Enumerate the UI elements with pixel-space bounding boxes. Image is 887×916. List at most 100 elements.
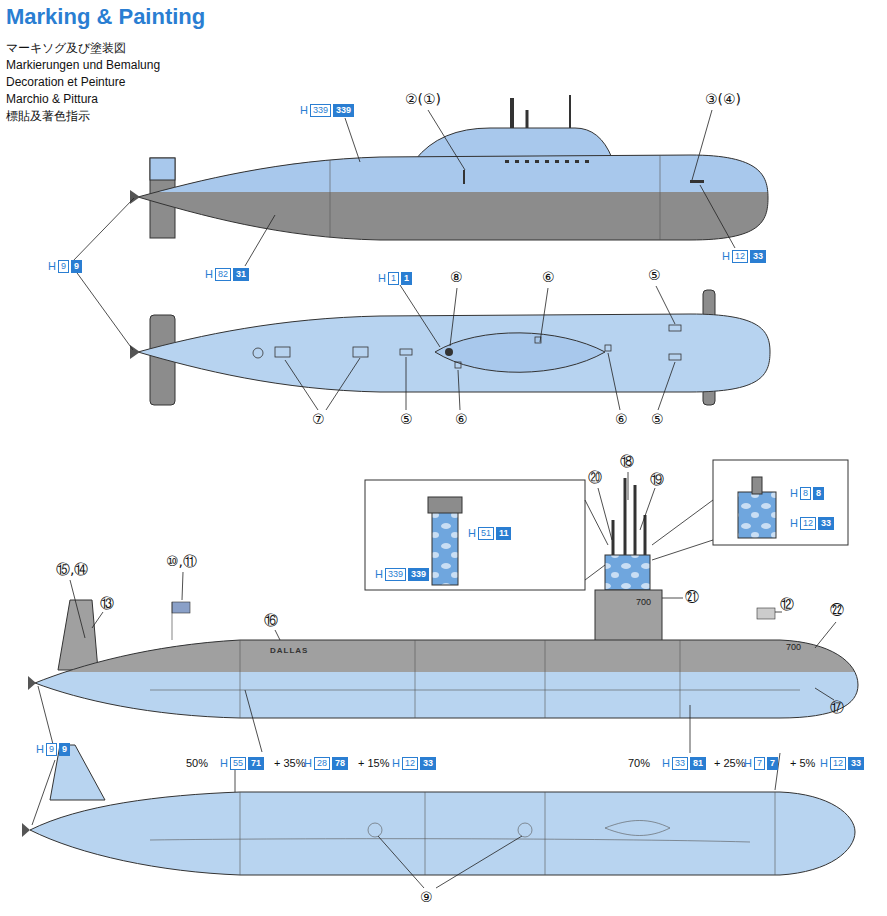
note: DALLAS [270, 647, 308, 656]
paint-prefix: H [378, 272, 386, 284]
paint-prefix: H [392, 757, 400, 769]
paint-number: 339 [385, 568, 406, 581]
color-code: H99 [36, 743, 70, 756]
callout-number: ⑮,⑭ [56, 562, 88, 577]
paint-prefix: H [820, 757, 828, 769]
callout-number: ⑫ [780, 597, 794, 612]
subtitle: Marchio & Pittura [6, 93, 98, 106]
paint-number: 31 [233, 268, 249, 281]
paint-prefix: H [304, 757, 312, 769]
color-code: H2878 [304, 757, 348, 770]
note: 700 [636, 598, 651, 608]
callout-number: ⑦ [312, 412, 325, 427]
paint-prefix: H [662, 757, 670, 769]
paint-number: 9 [59, 743, 70, 756]
color-code: H1233 [820, 757, 864, 770]
paint-number: 9 [58, 260, 69, 273]
paint-number: 1 [401, 272, 412, 285]
paint-number: 7 [754, 757, 765, 770]
paint-number: 55 [230, 757, 246, 770]
subtitle: 標貼及著色指示 [6, 110, 90, 123]
paint-prefix: H [790, 517, 798, 529]
paint-number: 339 [310, 104, 331, 117]
paint-number: 71 [248, 757, 264, 770]
color-code: H5571 [220, 757, 264, 770]
callout-number: ⑳ [588, 470, 602, 485]
color-code: H1233 [790, 517, 834, 530]
color-code: H8231 [205, 268, 249, 281]
paint-prefix: H [790, 487, 798, 499]
color-code: H77 [744, 757, 778, 770]
paint-prefix: H [375, 568, 383, 580]
paint-prefix: H [220, 757, 228, 769]
callout-number: ⑯ [264, 613, 278, 628]
paint-number: 12 [830, 757, 846, 770]
paint-prefix: H [48, 260, 56, 272]
paint-number: 8 [800, 487, 811, 500]
paint-number: 339 [333, 104, 354, 117]
paint-number: 12 [402, 757, 418, 770]
subtitle: Decoration et Peinture [6, 76, 125, 89]
color-code: H3381 [662, 757, 706, 770]
callout-number: ⑬ [100, 596, 114, 611]
note: 700 [786, 643, 801, 653]
paint-number: 78 [332, 757, 348, 770]
note: 50% [186, 757, 208, 769]
paint-number: 33 [420, 757, 436, 770]
paint-prefix: H [300, 104, 308, 116]
callout-number: ②(①) [405, 92, 441, 107]
paint-number: 11 [496, 527, 512, 540]
paint-number: 28 [314, 757, 330, 770]
paint-number: 339 [408, 568, 429, 581]
color-code: H11 [378, 272, 412, 285]
paint-number: 33 [672, 757, 688, 770]
note: + 25% [714, 757, 746, 769]
callout-number: ⑥ [455, 412, 468, 427]
paint-number: 33 [750, 250, 766, 263]
paint-prefix: H [36, 743, 44, 755]
paint-number: 51 [478, 527, 494, 540]
title: Marking & Painting [6, 5, 205, 29]
callout-number: ㉑ [685, 590, 699, 605]
paint-number: 81 [690, 757, 706, 770]
note: + 15% [358, 757, 390, 769]
callout-number: ⑧ [450, 270, 463, 285]
callout-number: ⑨ [420, 890, 433, 905]
callout-number: ③(④) [705, 92, 741, 107]
subtitle: Markierungen und Bemalung [6, 59, 160, 72]
callout-number: ⑱ [620, 454, 634, 469]
paint-number: 33 [848, 757, 864, 770]
callout-number: ⑲ [650, 472, 664, 487]
note: + 35% [274, 757, 306, 769]
callout-number: ⑩,⑪ [166, 554, 197, 569]
paint-number: 1 [388, 272, 399, 285]
callout-number: ⑤ [648, 268, 661, 283]
paint-number: 82 [215, 268, 231, 281]
paint-number: 9 [46, 743, 57, 756]
paint-number: 7 [767, 757, 778, 770]
paint-prefix: H [205, 268, 213, 280]
paint-prefix: H [722, 250, 730, 262]
paint-number: 33 [818, 517, 834, 530]
note: 70% [628, 757, 650, 769]
callout-number: ⑤ [651, 412, 664, 427]
callout-number: ⑥ [615, 412, 628, 427]
paint-number: 8 [813, 487, 824, 500]
color-code: H1233 [722, 250, 766, 263]
color-code: H339339 [375, 568, 429, 581]
paint-prefix: H [468, 527, 476, 539]
paint-number: 12 [800, 517, 816, 530]
color-code: H5111 [468, 527, 511, 540]
paint-number: 12 [732, 250, 748, 263]
note: + 5% [790, 757, 815, 769]
color-code: H99 [48, 260, 82, 273]
color-code: H339339 [300, 104, 354, 117]
paint-number: 9 [71, 260, 82, 273]
paint-prefix: H [744, 757, 752, 769]
color-code: H88 [790, 487, 824, 500]
color-code: H1233 [392, 757, 436, 770]
subtitle: マーキソグ及び塗装図 [6, 42, 126, 55]
callout-number: ⑥ [542, 270, 555, 285]
